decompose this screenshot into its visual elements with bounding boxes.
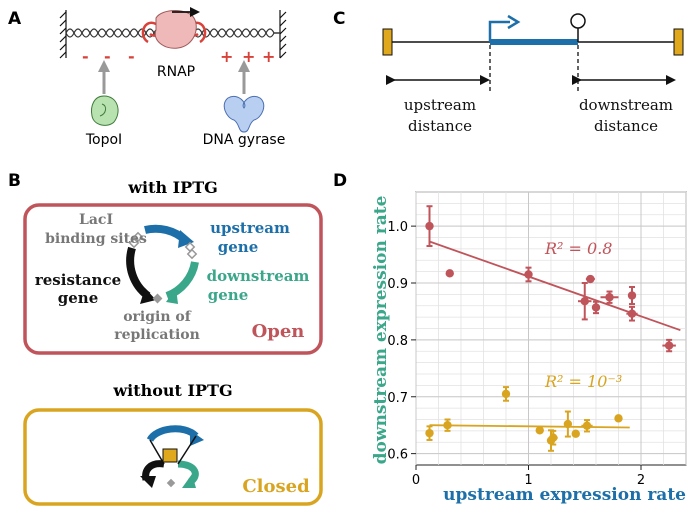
downstream-gene-label: gene [208, 286, 248, 304]
negative-sign: - [128, 47, 135, 66]
positive-sign: + [242, 47, 255, 66]
open-state-label: Open [252, 321, 305, 342]
left-anchor [59, 10, 67, 59]
topo-enzyme [91, 95, 119, 126]
downstream-gene-arc [165, 261, 199, 300]
downstream-distance-label: distance [594, 117, 658, 135]
data-marks [425, 205, 681, 452]
r2-annotation-closed: R² = 10⁻³ [544, 372, 622, 391]
fit-line [429, 240, 681, 332]
rnap-enzyme [154, 10, 197, 49]
data-point [627, 291, 637, 300]
promoter-arrow [488, 20, 510, 42]
origin-marker [166, 478, 176, 488]
origin-marker [152, 293, 163, 304]
data-point [535, 426, 544, 435]
downstream-gene-label: downstream [207, 267, 310, 285]
panel-label-b: B [8, 171, 21, 191]
data-point [443, 420, 452, 430]
gyrase-label: DNA gyrase [203, 132, 286, 148]
data-point [614, 414, 623, 423]
origin-label: origin of [123, 309, 192, 325]
resistance-gene-label: resistance [35, 271, 121, 289]
y-axis-label: downstream expression rate [371, 195, 391, 464]
data-point [582, 421, 592, 430]
rnap-label: RNAP [157, 64, 195, 80]
data-point [425, 221, 434, 231]
data-point [501, 389, 511, 399]
gyrase-enzyme [223, 95, 265, 133]
data-point [425, 428, 434, 438]
scatter-chart: 0 1 2 0.6 0.7 0.8 0.9 1.0 upstream expression r… [371, 191, 687, 505]
panel-a: RNAP - - - + + + TopoI DNA gyrase [59, 7, 287, 148]
data-point [445, 269, 454, 278]
data-point [586, 274, 595, 284]
origin-label: replication [114, 327, 200, 343]
closed-title: without IPTG [112, 381, 232, 400]
negative-sign: - [104, 47, 111, 66]
terminator-icon [570, 13, 586, 29]
laci-repressor-block [162, 448, 178, 463]
panel-c: upstream distance downstream distance [382, 13, 684, 135]
open-title: with IPTG [127, 178, 218, 197]
upstream-gene-label: gene [218, 238, 258, 256]
resistance-arrowhead [140, 476, 156, 488]
y-tick-label: 0.6 [387, 448, 408, 463]
y-tick-label: 0.9 [387, 277, 408, 292]
right-anchor [279, 10, 287, 59]
dna-loop-strand [149, 435, 197, 465]
y-tick-label: 0.8 [387, 334, 408, 349]
data-point [591, 303, 601, 312]
data-point [549, 433, 558, 442]
data-point [571, 429, 580, 438]
axis-ticks: 0 1 2 0.6 0.7 0.8 0.9 1.0 [387, 220, 645, 488]
downstream-distance-label: downstream [579, 96, 673, 114]
upstream-distance-label: upstream [404, 96, 476, 114]
right-insulator-block [673, 28, 684, 56]
data-point [580, 297, 589, 306]
y-tick-label: 0.7 [387, 391, 408, 406]
fit-line [429, 424, 630, 429]
upstream-gene-label: upstream [210, 219, 290, 237]
topo-label: TopoI [85, 132, 122, 148]
upstream-arrowhead [190, 430, 204, 446]
positive-sign: + [262, 47, 275, 66]
data-point [605, 293, 614, 302]
open-state-box [23, 203, 323, 355]
panel-b: with IPTG LacI binding sites origin of r… [23, 178, 323, 506]
data-point [627, 309, 637, 318]
laci-binding-sites [128, 231, 198, 260]
x-tick-label: 1 [524, 473, 532, 488]
upstream-distance-label: distance [408, 117, 472, 135]
y-tick-label: 1.0 [387, 220, 408, 235]
x-tick-label: 0 [412, 473, 420, 488]
panel-label-c: C [333, 9, 345, 29]
resistance-gene-label: gene [58, 289, 98, 307]
left-insulator-block [382, 28, 393, 56]
promoter-arrow-head [507, 14, 521, 30]
grid [415, 191, 687, 465]
x-tick-label: 2 [637, 473, 645, 488]
negative-sign: - [82, 47, 89, 66]
downstream-arrowhead [182, 474, 196, 488]
laci-label: binding sites [45, 231, 147, 247]
data-point [563, 419, 573, 429]
data-point [524, 270, 533, 279]
r2-annotation-open: R² = 0.8 [544, 239, 612, 258]
closed-state-label: Closed [242, 476, 310, 497]
panel-label-d: D [333, 171, 347, 191]
panel-label-a: A [8, 9, 22, 29]
x-axis-label: upstream expression rate [443, 485, 686, 505]
laci-label: LacI [79, 212, 113, 228]
data-point [664, 341, 674, 350]
downstream-arrowhead [166, 288, 178, 304]
positive-sign: + [220, 47, 233, 66]
resistance-arrowhead [140, 288, 156, 304]
topo-enzyme-detail [99, 103, 107, 117]
